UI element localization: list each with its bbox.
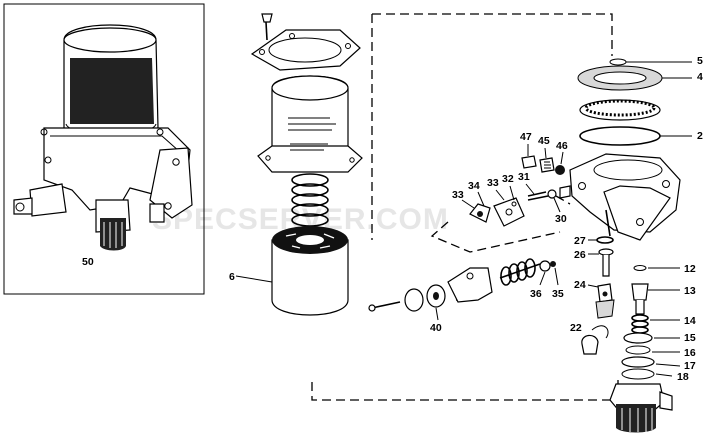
piston-assembly [368, 258, 556, 312]
leaders-27-26 [588, 239, 599, 255]
callout-4: 4 [697, 71, 703, 83]
callout-leaders-right [626, 61, 692, 137]
callout-47: 47 [520, 131, 532, 143]
callout-35: 35 [552, 288, 564, 300]
callout-14: 14 [684, 315, 696, 327]
bolt-27-26 [596, 236, 614, 277]
callout-27: 27 [574, 235, 586, 247]
leaders-47-45-46 [527, 144, 564, 165]
callout-36: 36 [530, 288, 542, 300]
leaders-30-34 [461, 183, 561, 213]
top-gasket [250, 29, 361, 71]
valve-parts-30-34 [469, 185, 571, 227]
callout-22: 22 [570, 322, 582, 334]
callout-46: 46 [556, 140, 568, 152]
top-bolt [261, 13, 273, 41]
callout-17: 17 [684, 360, 696, 372]
callout-13: 13 [684, 285, 696, 297]
leaders-12-13 [648, 267, 680, 291]
bottom-heater-valve [609, 383, 673, 433]
leaders-35-36-40 [435, 267, 559, 321]
callout-12: 12 [684, 263, 696, 275]
valve-housing [569, 153, 681, 241]
callout-26: 26 [574, 249, 586, 261]
callout-15: 15 [684, 332, 696, 344]
desiccant-cartridge [257, 75, 363, 173]
leaders-14-18 [650, 319, 681, 377]
callout-34: 34 [468, 180, 480, 192]
callout-45: 45 [538, 135, 550, 147]
callout-33-left: 33 [452, 189, 464, 201]
retaining-ring-stack [577, 58, 663, 146]
parts-12-13 [631, 265, 649, 315]
callout-50: 50 [82, 256, 94, 268]
leader-24 [587, 284, 599, 288]
parts-14-18 [621, 314, 655, 380]
callout-2: 2 [697, 130, 703, 142]
filter-element [235, 226, 349, 316]
callout-31: 31 [518, 171, 530, 183]
part-24 [595, 283, 615, 319]
small-fittings [521, 155, 565, 175]
callout-5: 5 [697, 55, 703, 67]
callout-24: 24 [574, 279, 586, 291]
assembled-dryer-inset [3, 3, 205, 295]
callout-32: 32 [502, 173, 514, 185]
callout-16: 16 [684, 347, 696, 359]
part-22 [581, 325, 609, 355]
callout-6: 6 [229, 271, 235, 283]
callout-33-right: 33 [487, 177, 499, 189]
callout-30: 30 [555, 213, 567, 225]
dashed-guide-lines [311, 13, 619, 401]
callout-40: 40 [430, 322, 442, 334]
callout-18: 18 [677, 371, 689, 383]
